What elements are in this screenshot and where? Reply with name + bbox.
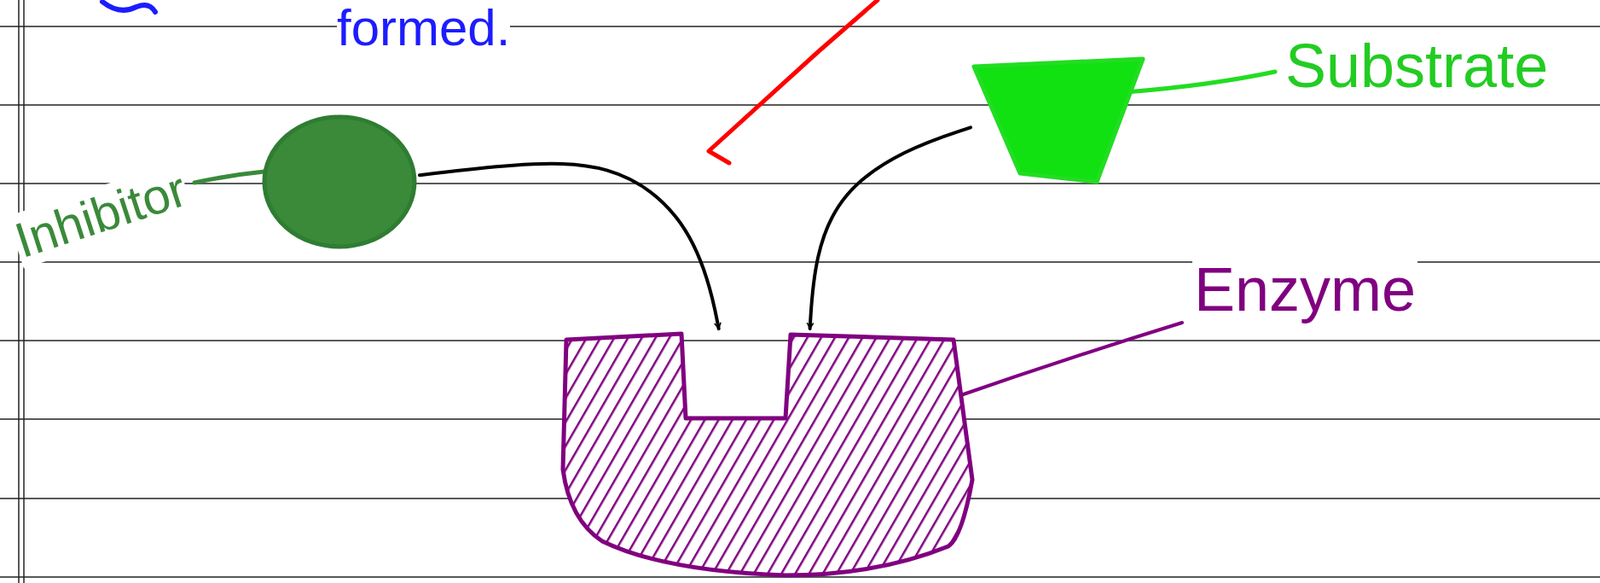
arrow-connector [419, 163, 719, 329]
ink-scribble [102, 1, 156, 12]
rule-line [0, 104, 1600, 106]
shape-path [973, 58, 1143, 182]
shape-outline [973, 58, 1145, 184]
leader-line [948, 322, 1183, 400]
red-pointer-line [708, 0, 878, 163]
shape-path [562, 333, 973, 575]
note-text: formed. [336, 0, 511, 57]
substrate-shape: Substrate [973, 58, 1145, 184]
margin-line [17, 0, 20, 583]
arrow-connector [810, 127, 971, 329]
rule-line [0, 182, 1600, 185]
shape-outline [561, 331, 976, 578]
inhibitor-circle: Inhibitor [262, 115, 417, 249]
shape-label: Substrate [1283, 32, 1550, 100]
margin-line [23, 0, 25, 583]
shape-outline [262, 115, 417, 249]
shape-label: Enzyme [1192, 255, 1418, 324]
leader-line [194, 171, 265, 183]
shape-label: Inhibitor [6, 161, 195, 269]
shape-path [264, 116, 415, 247]
rule-line [0, 25, 1600, 28]
leader-line [1125, 71, 1276, 93]
enzyme-shape: Enzyme [561, 331, 976, 578]
